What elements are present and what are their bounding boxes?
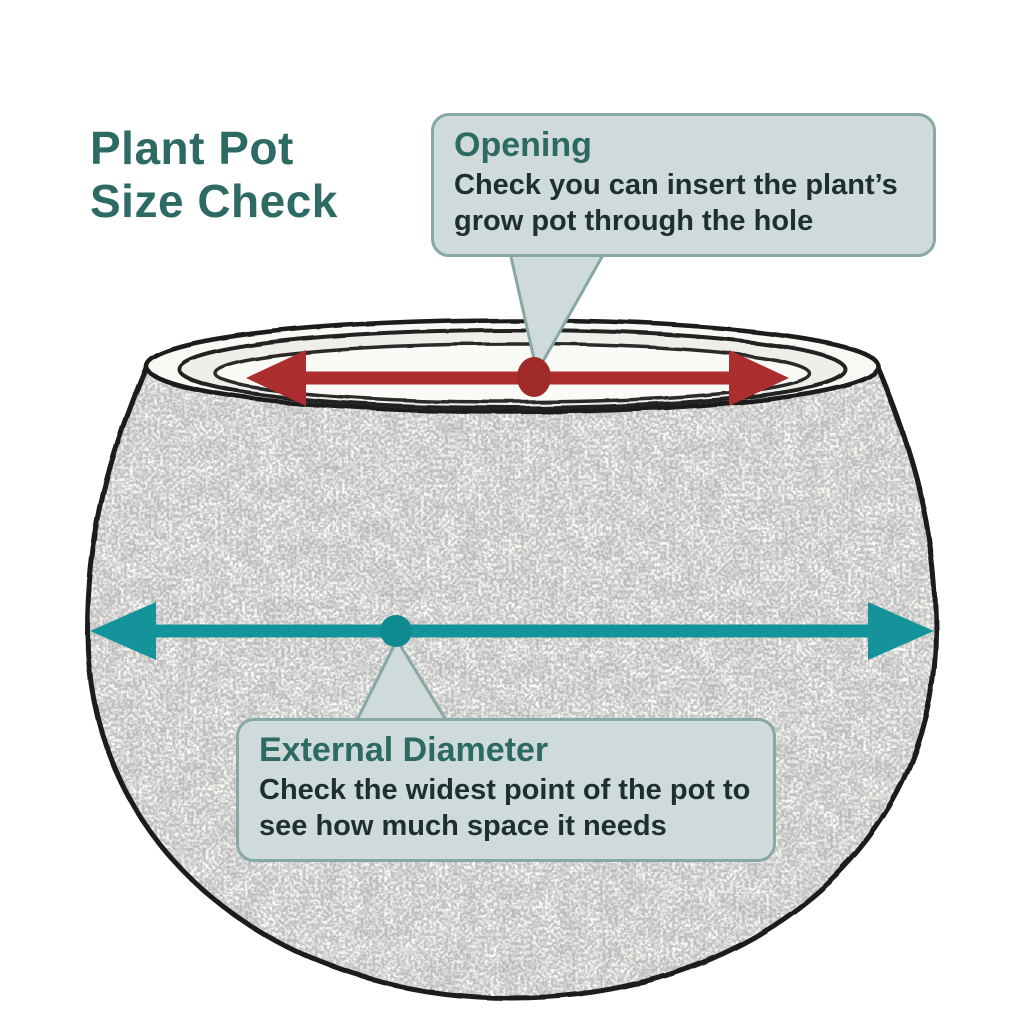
callout-opening-heading: Opening [454,126,592,164]
opening-dot [517,357,551,397]
arrowhead-left [90,602,156,660]
callout-opening: Opening Check you can insert the plant’s… [431,113,936,257]
external-diameter-dot [380,615,412,647]
page-title-line2: Size Check [90,174,338,227]
external-diameter-arrow [90,602,934,660]
pot-body [85,317,939,1001]
arrowhead-right [868,602,934,660]
callout-external-diameter-heading: External Diameter [259,731,549,769]
arrowhead-left [246,350,306,406]
page-title-line1: Plant Pot [90,122,294,174]
callout-opening-body: Check you can insert the plant’s grow po… [454,169,898,238]
callout-external-diameter-body: Check the widest point of the pot to see… [259,774,751,843]
callout-external-diameter: External Diameter Check the widest point… [236,718,776,862]
page-title: Plant Pot Size Check [90,122,338,228]
arrowhead-right [729,350,789,406]
